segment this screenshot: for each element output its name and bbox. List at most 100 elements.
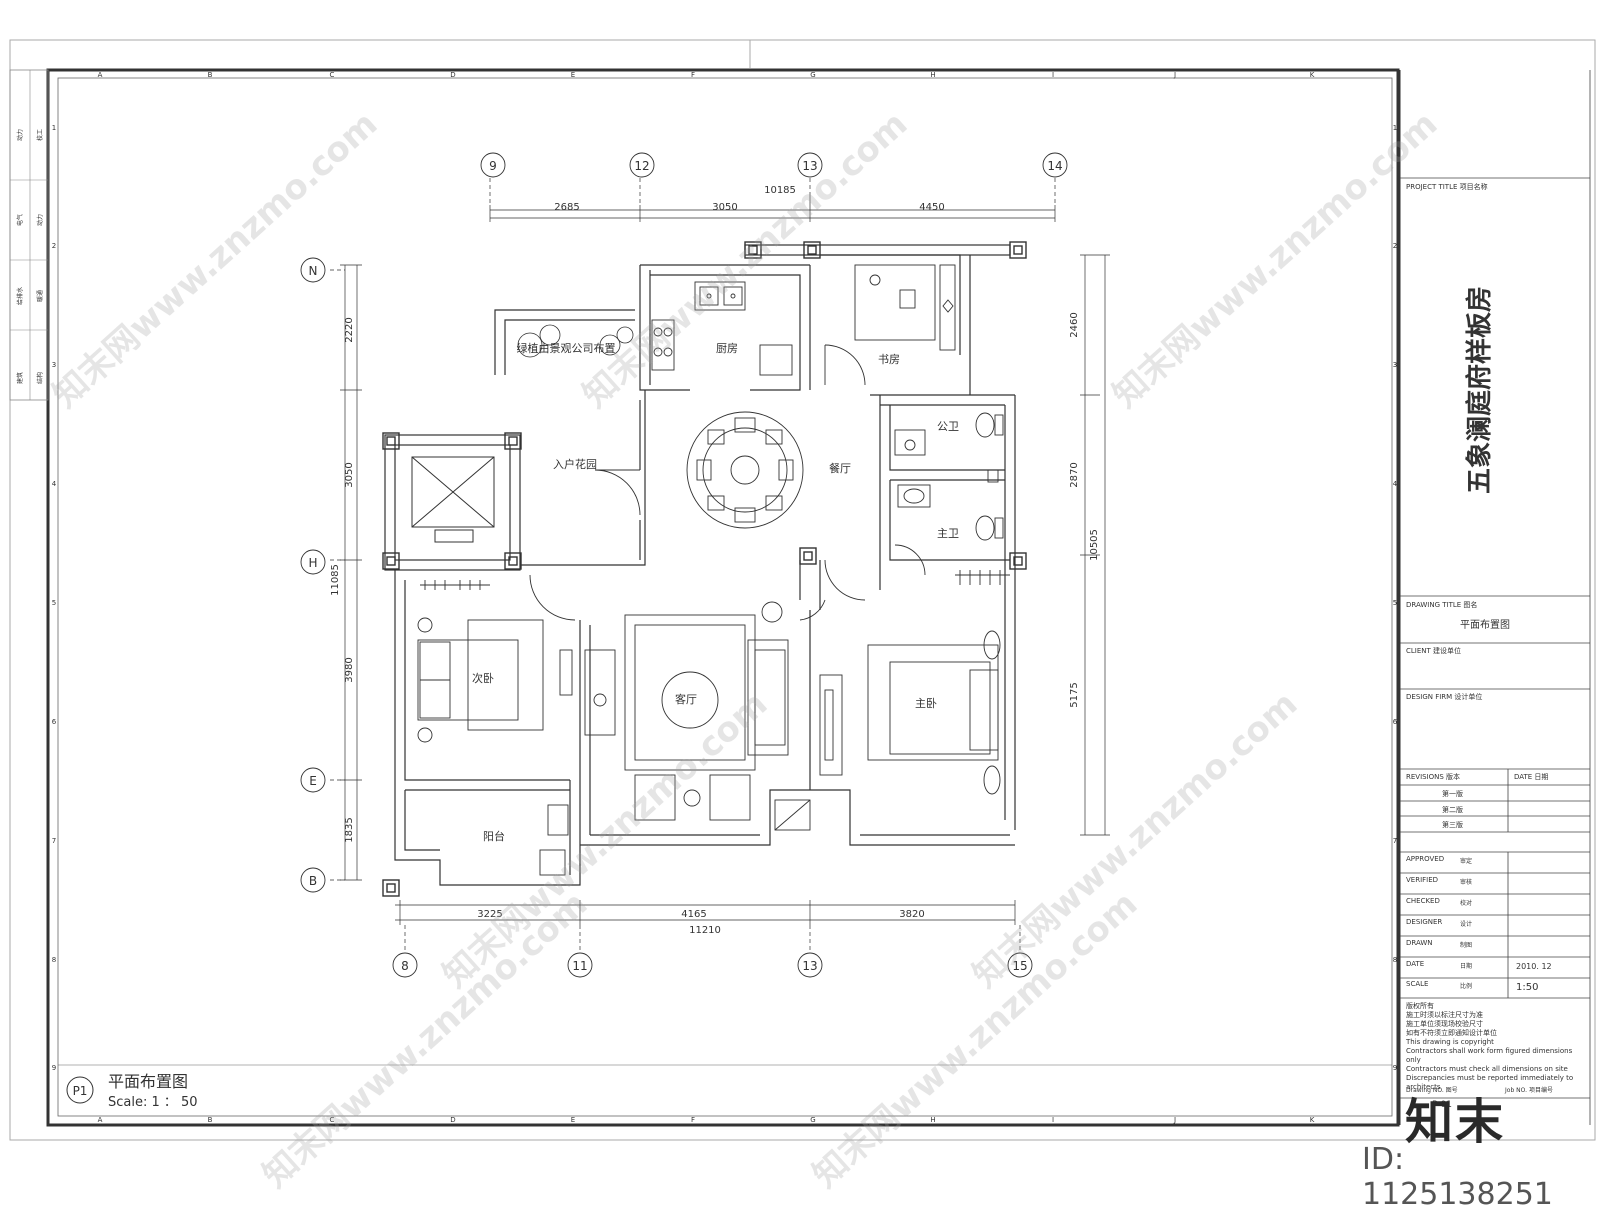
dim-right-total: 10505 [1089,529,1100,561]
svg-text:7: 7 [52,837,56,845]
date-value: 2010. 12 [1516,962,1552,971]
client-label: CLIENT 建设单位 [1406,647,1462,655]
date-header: DATE 日期 [1514,773,1549,781]
dim-top-1: 2685 [554,202,579,213]
designer-label: DESIGNER [1406,918,1443,926]
dimension-lines [330,178,1110,952]
axis-left-label: N [309,264,318,278]
drawn-cn: 制图 [1460,942,1473,949]
dim-top-2: 3050 [712,202,737,213]
svg-text:8: 8 [1393,956,1397,964]
svg-text:B: B [208,71,213,79]
room-public-bath: 公卫 [937,420,959,433]
revision-3: 第三版 [1442,821,1463,829]
svg-text:3: 3 [1393,361,1397,369]
svg-text:建筑: 建筑 [16,372,24,384]
axis-left-label: E [309,774,317,788]
dim-top-3: 4450 [919,202,944,213]
svg-text:H: H [930,1116,935,1124]
project-title-label: PROJECT TITLE 项目名称 [1406,183,1488,191]
kitchen-fixtures [651,281,793,376]
svg-text:2: 2 [1393,242,1397,250]
dim-left-3: 3980 [344,657,355,682]
note-line: This drawing is copyright [1406,1038,1494,1046]
svg-text:3: 3 [52,361,56,369]
verified-label: VERIFIED [1406,876,1439,884]
revisions-label: REVISIONS 版本 [1406,773,1461,781]
checked-label: CHECKED [1406,897,1440,905]
drawing-inner-frame [57,77,1393,1117]
note-line: Contractors must check all dimensions on… [1406,1065,1568,1073]
dim-bottom-1: 3225 [477,909,502,920]
svg-text:E: E [571,1116,575,1124]
verified-cn: 审核 [1460,879,1473,886]
revision-2: 第二版 [1442,806,1463,814]
svg-text:4: 4 [52,480,57,488]
svg-text:G: G [810,1116,815,1124]
drawing-no: P-01 [1432,1100,1452,1110]
axis-bubbles [300,152,1068,978]
drawing-title: 平面布置图 [108,1072,188,1091]
svg-text:9: 9 [52,1064,56,1072]
date-cn: 日期 [1460,963,1473,970]
approved-cn: 审定 [1460,858,1473,865]
note-line: 施工单位须现场校验尺寸 [1406,1020,1483,1028]
axis-left-label: B [309,874,317,888]
svg-text:D: D [450,71,455,79]
svg-text:7: 7 [1393,837,1397,845]
axis-bottom-label: 13 [802,959,817,973]
drawing-title-label: DRAWING TITLE 图名 [1406,601,1478,609]
scale-cn: 比例 [1460,983,1473,990]
scale-label: SCALE [1406,980,1429,988]
drawing-scale: Scale: 1 ： 50 [108,1095,198,1110]
project-name: 五象澜庭府样板房 [1464,286,1495,494]
revision-1: 第一版 [1442,790,1463,798]
doors [529,344,926,621]
svg-text:校工: 校工 [36,129,44,141]
svg-text:动力: 动力 [36,214,44,226]
date-label: DATE [1406,960,1425,968]
svg-text:结构: 结构 [36,372,44,384]
dining-table [686,411,804,529]
note-line: 如有不符须立即通知设计单位 [1406,1029,1497,1037]
landscape-planting [517,324,634,358]
svg-text:F: F [691,1116,695,1124]
svg-text:K: K [1310,71,1315,79]
svg-text:C: C [330,1116,335,1124]
svg-text:1: 1 [1393,124,1397,132]
sheet-outer-border [9,39,1596,1141]
walls [384,244,1016,886]
room-master-bath: 主卫 [937,527,959,540]
dim-bottom-2: 4165 [681,909,706,920]
room-master-bedroom: 主卧 [915,697,937,710]
master-bedroom-furniture [819,570,1010,795]
axis-left-label: H [308,556,317,570]
room-entry-garden: 入户花园 [553,457,597,471]
dim-right-2: 2870 [1069,462,1080,487]
axis-bottom-label: 15 [1012,959,1027,973]
svg-text:4: 4 [1393,480,1398,488]
dim-left-2: 3050 [344,462,355,487]
frame-grid-labels: A B C D E F G H I J K A B C D E F G H I … [52,71,1398,1124]
svg-text:J: J [1173,71,1176,79]
second-bedroom-furniture [417,580,616,876]
image-id: ID: 1125138251 [1362,1142,1553,1212]
living-room-furniture [624,601,811,831]
left-strip-labels: 动力 校工 电气 动力 给排水 暖通 建筑 结构 [16,129,44,384]
svg-text:6: 6 [1393,718,1398,726]
svg-text:A: A [98,71,103,79]
dim-right-1: 2460 [1069,312,1080,337]
drawing-title-value: 平面布置图 [1460,620,1510,631]
elevator-shaft [411,456,495,543]
dim-bottom-total: 11210 [689,925,721,936]
drawing-badge: P1 [73,1084,88,1098]
svg-text:J: J [1173,1116,1176,1124]
svg-text:A: A [98,1116,103,1124]
design-firm-label: DESIGN FIRM 设计单位 [1406,693,1483,701]
room-second-bedroom: 次卧 [472,671,494,685]
room-study: 书房 [878,353,900,366]
designer-cn: 设计 [1460,921,1473,928]
svg-text:暖通: 暖通 [36,290,44,302]
room-balcony: 阳台 [483,829,505,843]
